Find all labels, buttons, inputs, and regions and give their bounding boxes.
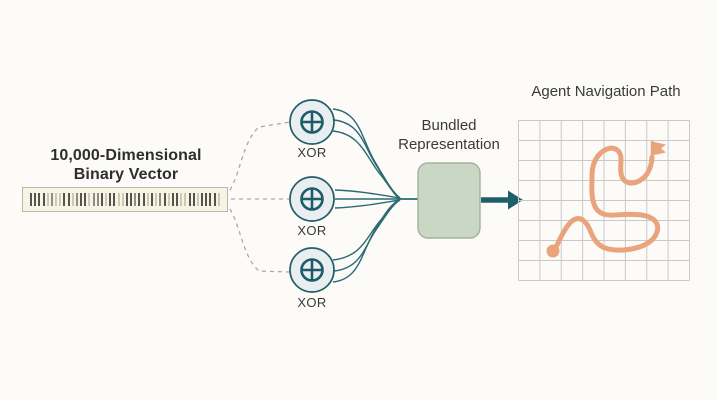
- barcode-bar: [117, 193, 120, 206]
- barcode-bar: [217, 193, 220, 206]
- binary-vector-title-line1: 10,000-Dimensional: [50, 147, 202, 164]
- barcode-bar: [59, 193, 62, 206]
- barcode-bar: [155, 193, 158, 206]
- barcode-bar: [46, 193, 49, 206]
- barcode-bar: [67, 193, 70, 206]
- binary-vector-title-line2: Binary Vector: [73, 166, 179, 183]
- barcode-bar: [100, 193, 103, 206]
- barcode-bar: [50, 193, 53, 206]
- barcode-bar: [171, 193, 174, 206]
- barcode-bar: [80, 193, 83, 206]
- binary-vector-barcode: [22, 187, 228, 212]
- barcode-bar: [30, 193, 32, 206]
- barcode-bar: [163, 193, 166, 206]
- barcode-bar: [196, 193, 199, 206]
- bundled-representation-box: [417, 162, 481, 239]
- xor-label-top: XOR: [297, 145, 327, 160]
- barcode-bar: [63, 193, 66, 206]
- barcode-bar: [213, 193, 216, 206]
- barcode-bar: [75, 193, 78, 206]
- xor-circle-plus-icon: [300, 258, 324, 282]
- barcode-bar: [142, 193, 145, 206]
- barcode-bar: [105, 193, 108, 206]
- barcode-bar: [125, 193, 128, 206]
- bundle-wires: [332, 108, 419, 283]
- barcode-bar: [167, 193, 170, 206]
- dashed-connector-top: [229, 121, 291, 191]
- barcode-bar: [159, 193, 162, 206]
- dashed-connector-bottom: [229, 208, 291, 273]
- barcode-bar: [55, 193, 58, 206]
- barcode-bar: [84, 193, 87, 206]
- barcode-bar: [113, 193, 116, 206]
- barcode-bar: [109, 193, 112, 206]
- barcode-bar: [209, 193, 212, 206]
- barcode-bar: [42, 193, 45, 206]
- barcode-bar: [88, 193, 91, 206]
- arrow-to-grid-icon: [481, 190, 523, 210]
- xor-node-bottom: [289, 247, 335, 293]
- binary-vector-title: 10,000-Dimensional Binary Vector: [22, 146, 230, 184]
- bundled-representation-label: Bundled Representation: [398, 117, 500, 153]
- xor-label-middle: XOR: [297, 223, 327, 238]
- xor-circle-plus-icon: [300, 110, 324, 134]
- xor-circle-plus-icon: [300, 187, 324, 211]
- barcode-bar: [130, 193, 133, 206]
- barcode-bar: [138, 193, 141, 206]
- barcode-bar: [34, 193, 37, 206]
- barcode-bar: [180, 193, 183, 206]
- barcode-bar: [134, 193, 137, 206]
- path-start-dot: [546, 244, 560, 258]
- barcode-bar: [146, 193, 149, 206]
- barcode-bar: [201, 193, 204, 206]
- barcode-bar: [188, 193, 191, 206]
- barcode-bar: [184, 193, 187, 206]
- barcode-bar: [205, 193, 208, 206]
- xor-label-bottom: XOR: [297, 295, 327, 310]
- barcode-bar: [96, 193, 99, 206]
- barcode-bar: [121, 193, 124, 206]
- barcode-bar: [192, 193, 195, 206]
- barcode-bar: [71, 193, 74, 206]
- navigation-grid: [518, 120, 690, 281]
- navigation-title: Agent Navigation Path: [531, 83, 681, 100]
- xor-node-middle: [289, 176, 335, 222]
- goal-flag-icon: [650, 140, 666, 160]
- barcode-bar: [38, 193, 41, 206]
- barcode-bar: [150, 193, 153, 206]
- xor-node-top: [289, 99, 335, 145]
- barcode-bar: [176, 193, 179, 206]
- agent-path: [551, 145, 661, 254]
- barcode-bar: [92, 193, 95, 206]
